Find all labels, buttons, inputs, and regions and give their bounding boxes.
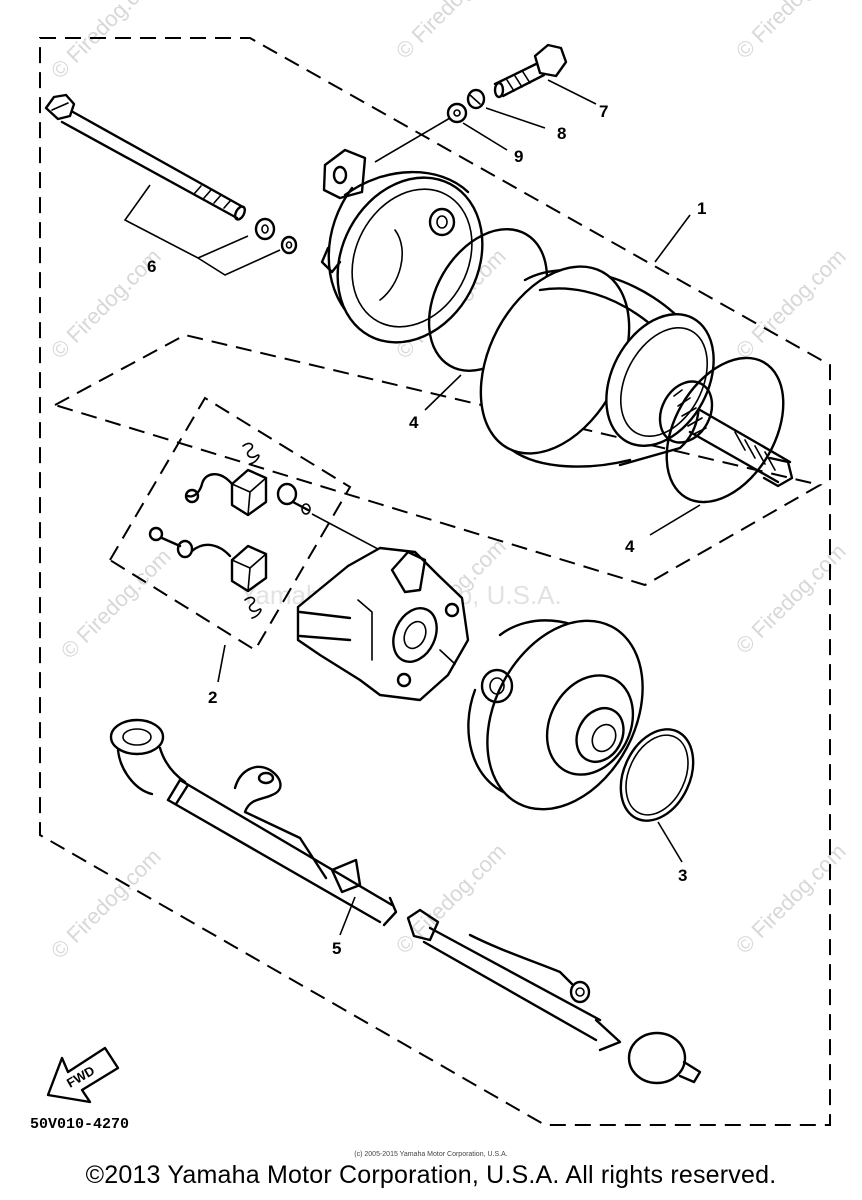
assembly-boundary xyxy=(39,37,831,1126)
callout-8: 8 xyxy=(557,124,566,143)
callout-9: 9 xyxy=(514,147,523,166)
spring-washer-8 xyxy=(466,88,486,110)
small-copyright: (c) 2005-2015 Yamaha Motor Corporation, … xyxy=(354,1151,508,1158)
lead-wire-positive xyxy=(109,718,398,927)
brush-lower xyxy=(148,526,268,619)
through-bolt xyxy=(44,93,247,221)
callout-7: 7 xyxy=(599,102,608,121)
leader-4-lower xyxy=(649,504,701,536)
watermark: © Firedog.com xyxy=(731,244,851,364)
lock-washer-6a xyxy=(254,217,276,241)
callout-5: 5 xyxy=(332,939,341,958)
leader-6 xyxy=(123,184,281,276)
leader-1 xyxy=(654,214,691,263)
leader-4-upper xyxy=(424,374,462,411)
brush-upper xyxy=(184,442,268,517)
leader-2 xyxy=(217,644,226,683)
watermark: © Firedog.com xyxy=(56,544,176,664)
watermark: © Firedog.com xyxy=(46,844,166,964)
rear-cover xyxy=(467,619,644,811)
watermark: © Firedog.com xyxy=(731,0,851,64)
watermark: © Firedog.com xyxy=(46,0,166,84)
o-ring-3-inner xyxy=(625,734,689,816)
callout-6: 6 xyxy=(147,257,156,276)
watermark: © Firedog.com xyxy=(731,539,851,659)
leader-8 xyxy=(485,107,546,129)
leader-9 xyxy=(462,122,508,151)
yoke-armature xyxy=(479,265,794,488)
watermark-layer: © Firedog.com © Firedog.com © Firedog.co… xyxy=(46,0,851,964)
o-ring-3 xyxy=(619,728,695,822)
brush-set-boundary xyxy=(108,396,352,652)
footer-copyright: ©2013 Yamaha Motor Corporation, U.S.A. A… xyxy=(85,1161,777,1189)
watermark: © Firedog.com xyxy=(391,0,511,64)
washer-6b xyxy=(280,235,298,255)
brush-holder xyxy=(296,546,470,702)
front-cover xyxy=(320,148,484,344)
forward-arrow-icon: FWD xyxy=(46,1046,120,1104)
callout-2: 2 xyxy=(208,688,217,707)
bolt-7 xyxy=(493,43,568,99)
callout-1: 1 xyxy=(697,199,706,218)
leader-3 xyxy=(657,821,683,863)
watermark: © Firedog.com xyxy=(731,839,851,959)
leader-7 xyxy=(547,79,597,105)
drawing-code: 50V010-4270 xyxy=(30,1116,129,1133)
washer-9 xyxy=(446,102,468,124)
callout-3: 3 xyxy=(678,866,687,885)
lead-wire-negative xyxy=(406,908,702,1085)
o-ring-4-lower xyxy=(665,356,785,504)
motor-assembly-boundary xyxy=(52,333,823,587)
brush-screw xyxy=(276,482,311,515)
leader-bracket xyxy=(374,117,451,163)
callout-4-lower: 4 xyxy=(625,537,635,556)
leader-5 xyxy=(339,896,356,936)
callout-4-upper: 4 xyxy=(409,413,419,432)
